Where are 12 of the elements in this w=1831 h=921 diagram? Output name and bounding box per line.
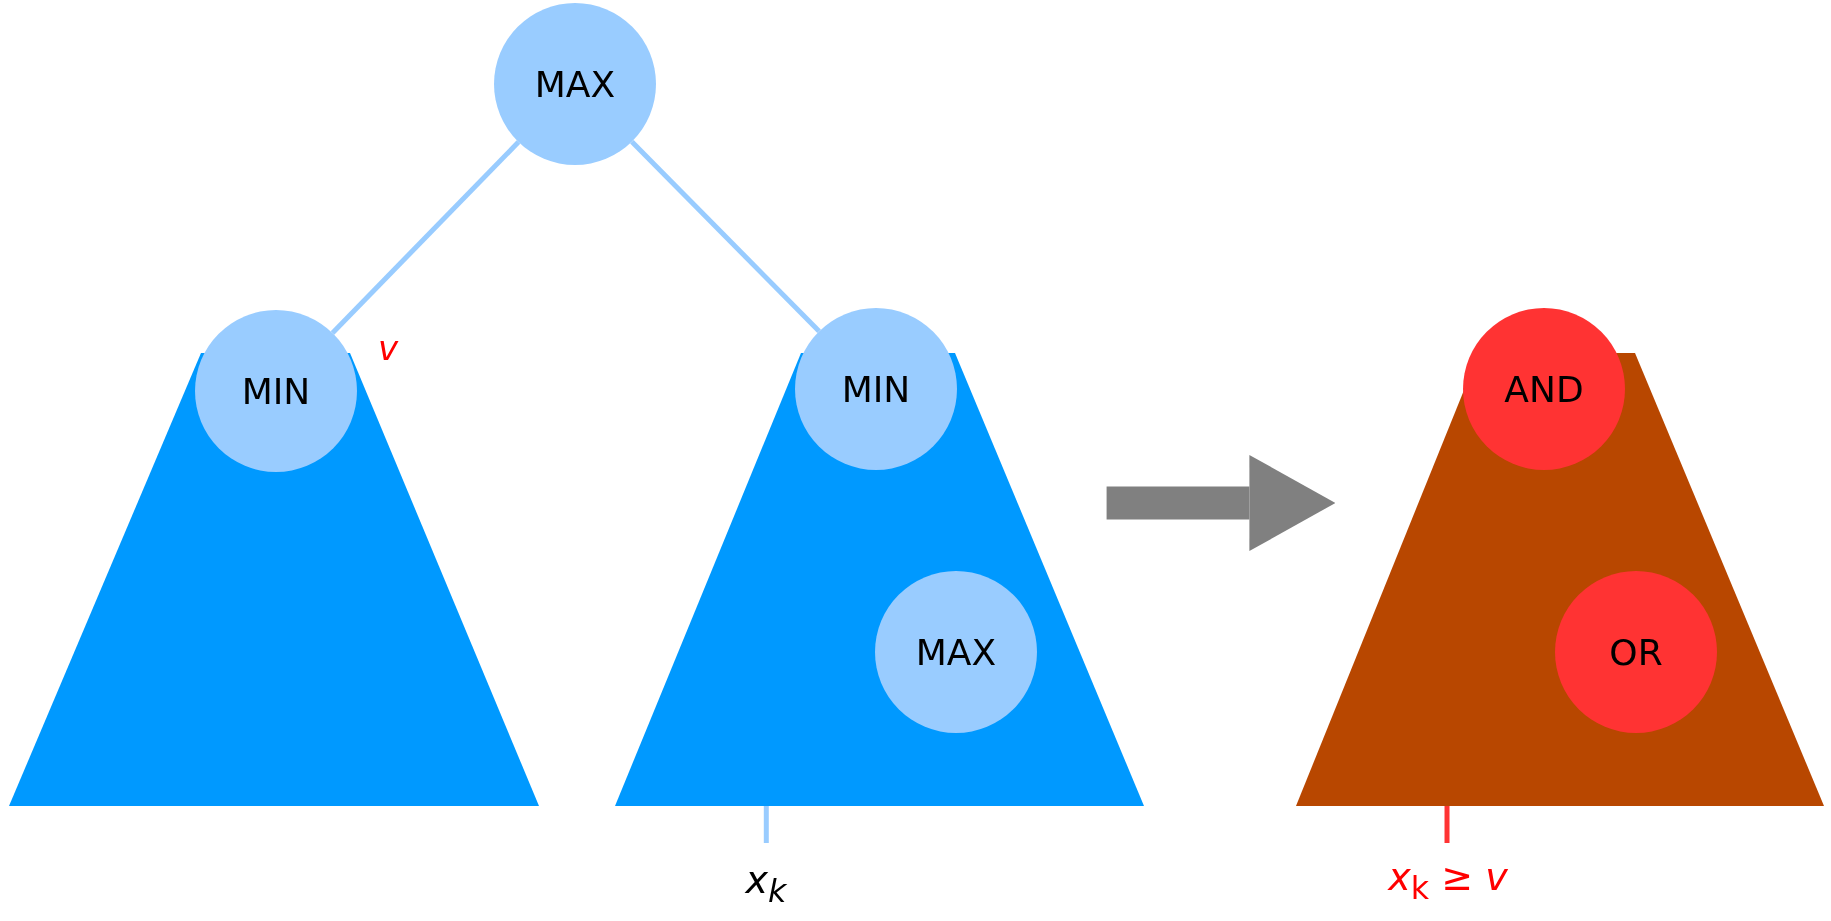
formula-text: x$_{k}$ ≥ v bbox=[1350, 855, 1546, 915]
formula-text: x$_{k}$ bbox=[700, 858, 832, 918]
connector-line bbox=[1444, 806, 1450, 843]
node-circle: MAX bbox=[494, 3, 656, 165]
node-circle: AND bbox=[1463, 308, 1625, 470]
connector-line bbox=[763, 806, 769, 843]
connector-line bbox=[630, 139, 821, 334]
connector-line bbox=[330, 140, 521, 335]
arrow bbox=[1106, 455, 1336, 551]
subtree-triangle bbox=[1296, 353, 1824, 806]
subtree-triangle bbox=[615, 353, 1144, 806]
annotation-text: v bbox=[378, 328, 399, 368]
